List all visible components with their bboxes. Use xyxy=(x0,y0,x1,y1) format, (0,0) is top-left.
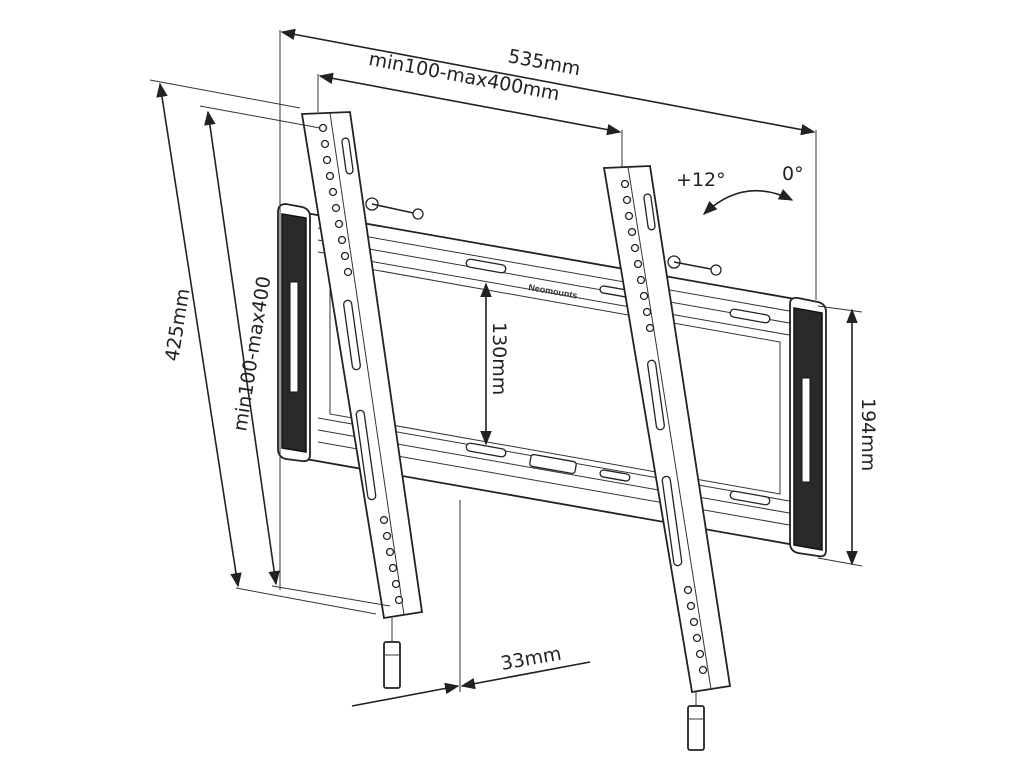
left-pull-handle xyxy=(383,641,401,689)
right-end-cap xyxy=(789,296,827,558)
left-arm-holes xyxy=(318,123,404,605)
right-arm-holes xyxy=(620,179,708,675)
tilt-max-label: +12° xyxy=(676,169,726,191)
right-tilt-knob xyxy=(667,255,722,276)
right-pull-handle xyxy=(687,705,705,751)
upper-rail-slots xyxy=(465,258,771,324)
dimension-vesa-vertical-label: min100-max400 xyxy=(229,275,275,433)
tilt-arc-arrow xyxy=(702,189,794,215)
tilt-min-label: 0° xyxy=(782,163,804,185)
dimension-wall-distance-label: 33mm xyxy=(499,643,563,675)
left-tilt-knob xyxy=(365,197,424,220)
lower-rail-slots xyxy=(465,442,771,506)
left-end-cap xyxy=(277,203,311,463)
dimension-wall-plate-height-label: 194mm xyxy=(857,398,879,471)
right-vertical-arm xyxy=(602,165,732,751)
dimension-rail-spacing-label: 130mm xyxy=(488,322,510,395)
dimension-overall-height-label: 425mm xyxy=(161,287,194,363)
dimension-rail-spacing: 130mm xyxy=(480,282,510,446)
tilt-indicator: +12° 0° xyxy=(676,163,804,215)
dimension-wall-plate-height: 194mm xyxy=(817,305,879,567)
